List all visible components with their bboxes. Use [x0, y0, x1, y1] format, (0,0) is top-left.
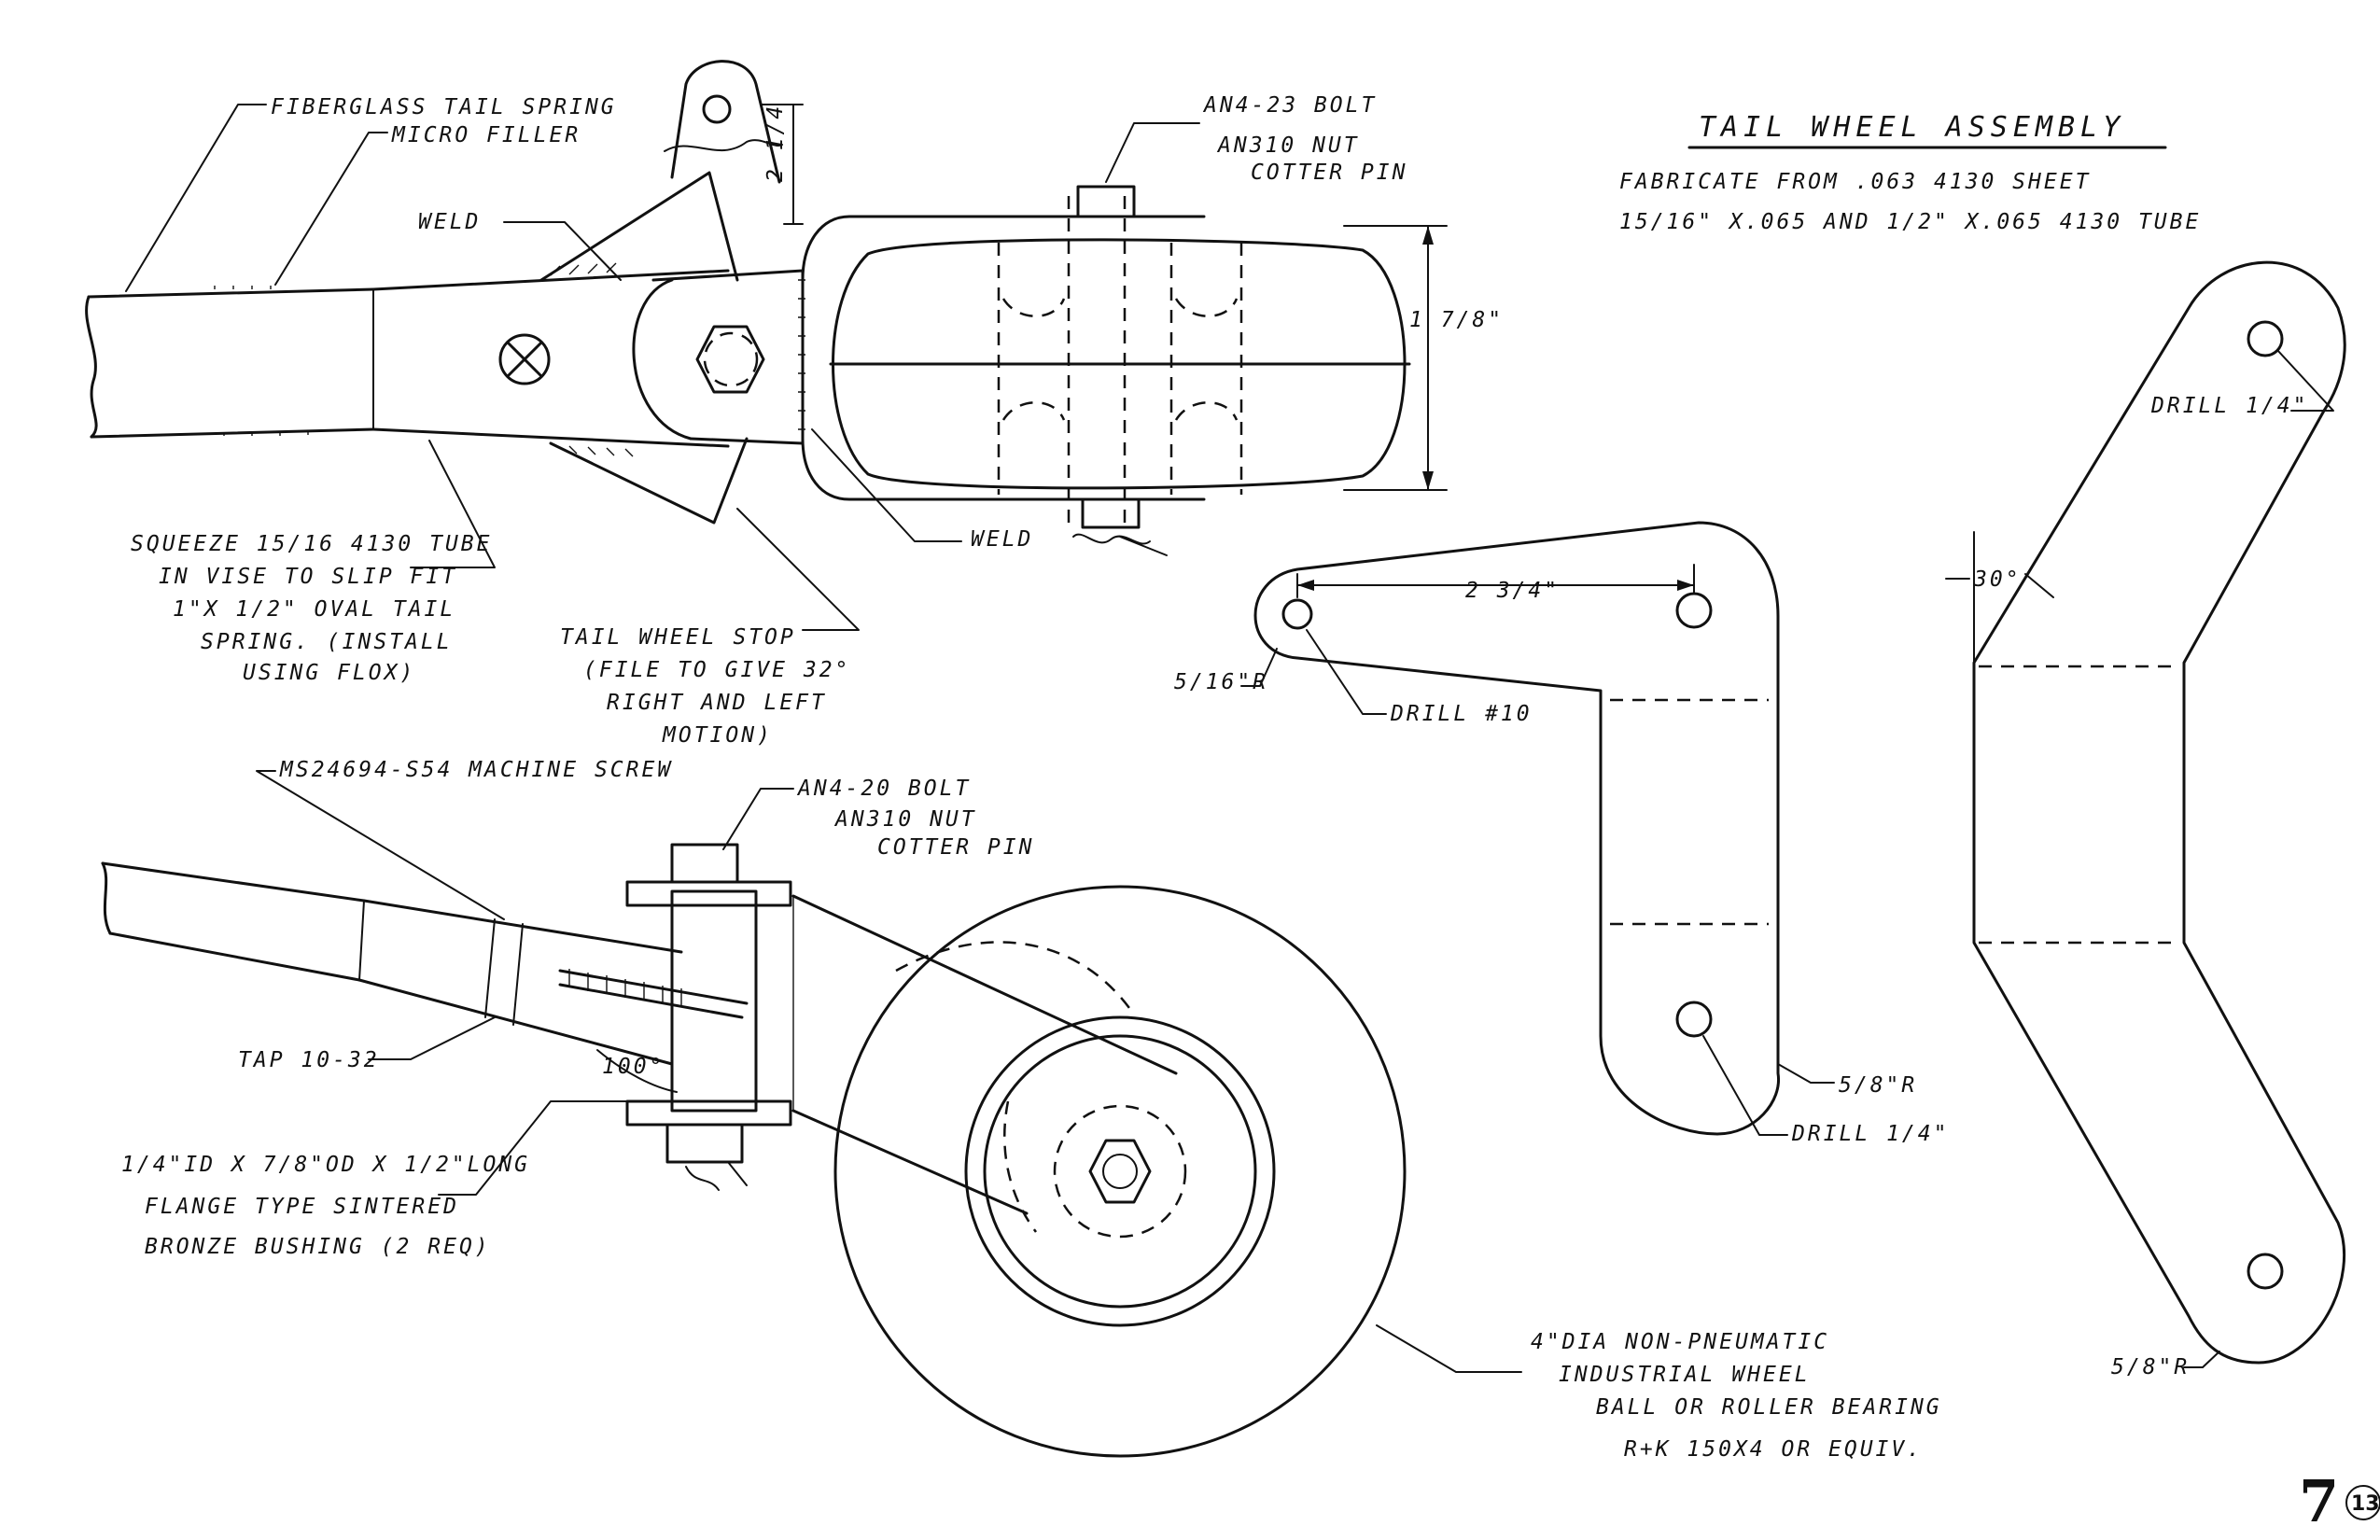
callout-wheel-2: INDUSTRIAL WHEEL	[1559, 1363, 1811, 1387]
callout-wheel-4: R+K 150X4 OR EQUIV.	[1624, 1437, 1923, 1462]
material-note-2: 15/16" X.065 AND 1/2" X.065 4130 TUBE	[1619, 210, 2201, 234]
flat-pattern-1: 2 3/4" 5/16"R DRILL #10 5/8"R DRILL 1/4"	[1174, 521, 1949, 1146]
callout-wheel-3: BALL OR ROLLER BEARING	[1596, 1395, 1942, 1420]
drill-quarter: DRILL 1/4"	[2150, 394, 2308, 418]
callout-bushing-2: FLANGE TYPE SINTERED	[145, 1195, 459, 1219]
radius-small: 5/16"R	[1174, 670, 1268, 694]
callout-stop-2: (FILE TO GIVE 32°	[583, 658, 850, 682]
callout-squeeze-2: IN VISE TO SLIP FIT	[159, 565, 457, 589]
callout-top-bolt-3: COTTER PIN	[1251, 161, 1407, 185]
callout-top-bolt-2: AN310 NUT	[1216, 133, 1360, 158]
callout-squeeze-3: 1"X 1/2" OVAL TAIL	[173, 597, 455, 622]
callout-side-bolt-1: AN4-20 BOLT	[796, 777, 971, 801]
side-view: 100° MS24694-S54 MACHINE SCREW AN4-20 BO…	[101, 758, 1942, 1462]
material-note-1: FABRICATE FROM .063 4130 SHEET	[1619, 170, 2091, 194]
callout-micro-filler: MICRO FILLER	[391, 123, 581, 147]
callout-bushing-1: 1/4"ID X 7/8"OD X 1/2"LONG	[121, 1153, 530, 1177]
drawing-title: TAIL WHEEL ASSEMBLY	[1699, 111, 2125, 144]
page-number-main: 7	[2299, 1467, 2339, 1535]
callout-tap: TAP 10-32	[238, 1048, 380, 1072]
span-dim: 2 3/4"	[1465, 579, 1560, 603]
callout-stop-1: TAIL WHEEL STOP	[560, 625, 796, 650]
callout-wheel-1: 4"DIA NON-PNEUMATIC	[1531, 1330, 1829, 1354]
angle-100: 100°	[602, 1055, 665, 1079]
radius-2: 5/8"R	[2111, 1355, 2190, 1379]
callout-side-bolt-3: COTTER PIN	[877, 835, 1034, 860]
top-view: 2 1/4 1 7/8" FIBERGLASS TA	[85, 60, 1504, 748]
callout-machine-screw: MS24694-S54 MACHINE SCREW	[279, 758, 673, 782]
flat-pattern-2: 30° DRILL 1/4" 5/8"R	[1945, 260, 2346, 1379]
callout-weld-upper: WELD	[418, 210, 481, 234]
title-block: TAIL WHEEL ASSEMBLY FABRICATE FROM .063 …	[1619, 111, 2201, 234]
wheel-height-dim: 1 7/8"	[1409, 308, 1504, 332]
callout-fiberglass-spring: FIBERGLASS TAIL SPRING	[271, 95, 617, 119]
lug-height-dim: 2 1/4	[763, 104, 788, 182]
drill-large: DRILL 1/4"	[1791, 1122, 1949, 1146]
drill-small: DRILL #10	[1390, 702, 1533, 726]
callout-squeeze-1: SQUEEZE 15/16 4130 TUBE	[131, 532, 493, 556]
angle-30: 30°	[1973, 567, 2022, 592]
callout-weld-lower: WELD	[971, 527, 1033, 552]
callout-stop-4: MOTION)	[662, 723, 773, 748]
callout-bushing-3: BRONZE BUSHING (2 REQ)	[145, 1235, 491, 1259]
page-number-circled: 13	[2351, 1492, 2380, 1516]
callout-squeeze-5: USING FLOX)	[243, 661, 415, 685]
callout-stop-3: RIGHT AND LEFT	[607, 691, 827, 715]
radius-large: 5/8"R	[1839, 1073, 1917, 1098]
callout-top-bolt-1: AN4-23 BOLT	[1202, 93, 1377, 118]
callout-squeeze-4: SPRING. (INSTALL	[201, 630, 453, 654]
callout-side-bolt-2: AN310 NUT	[833, 807, 977, 832]
page-number: 7 13	[2299, 1467, 2380, 1535]
